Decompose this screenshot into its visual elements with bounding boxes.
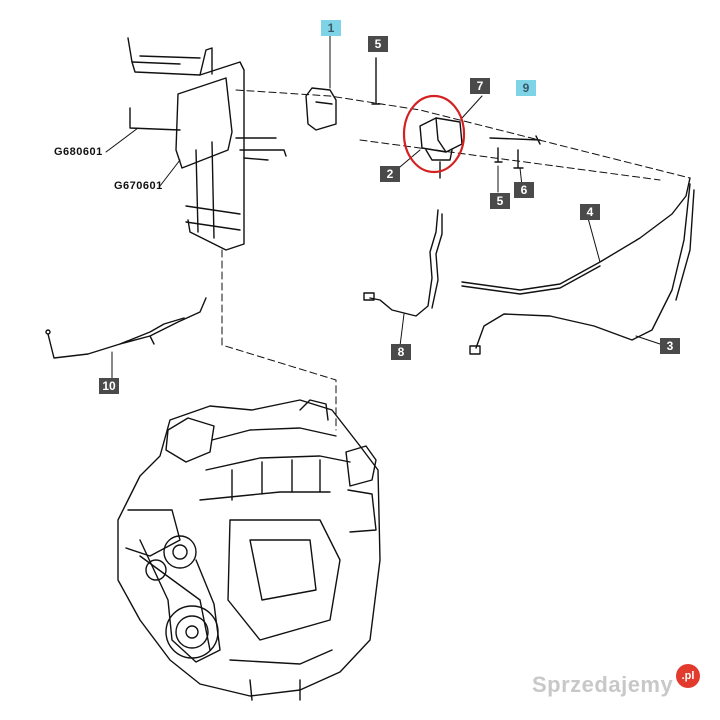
callout-2: 2	[380, 166, 400, 182]
relay-component-part-2	[419, 117, 463, 179]
cable-part-3	[469, 183, 695, 355]
cable-part-4	[461, 177, 691, 295]
callout-4: 4	[580, 204, 600, 220]
callout-6: 6	[514, 182, 534, 198]
part-code-upper-bracket: G670601	[114, 180, 163, 192]
nut-part-6	[513, 149, 524, 169]
part-code-lower-bracket: G680601	[54, 146, 103, 158]
callout-5-lower: 5	[490, 193, 510, 209]
bolt-part-5-top	[371, 57, 381, 105]
callout-3: 3	[660, 338, 680, 354]
callout-10: 10	[99, 378, 119, 394]
highlight-circle	[402, 94, 466, 174]
small-bracket-part-1	[305, 87, 337, 131]
callout-1: 1	[321, 20, 341, 36]
watermark-badge: .pl	[676, 664, 700, 688]
callout-9: 9	[516, 80, 536, 96]
watermark-text: Sprzedajemy	[532, 672, 674, 697]
bolt-part-9	[489, 135, 541, 145]
callout-5-top: 5	[368, 36, 388, 52]
callout-7: 7	[470, 78, 490, 94]
callout-8: 8	[391, 344, 411, 360]
callout-leaders	[105, 35, 661, 381]
engine-assembly	[117, 399, 381, 701]
mounting-bracket	[127, 37, 287, 251]
assembly-guide-lines	[221, 89, 691, 431]
cable-part-8	[363, 209, 443, 317]
wiring-harness-part-10	[45, 297, 207, 359]
bolt-part-5-lower	[494, 147, 503, 163]
